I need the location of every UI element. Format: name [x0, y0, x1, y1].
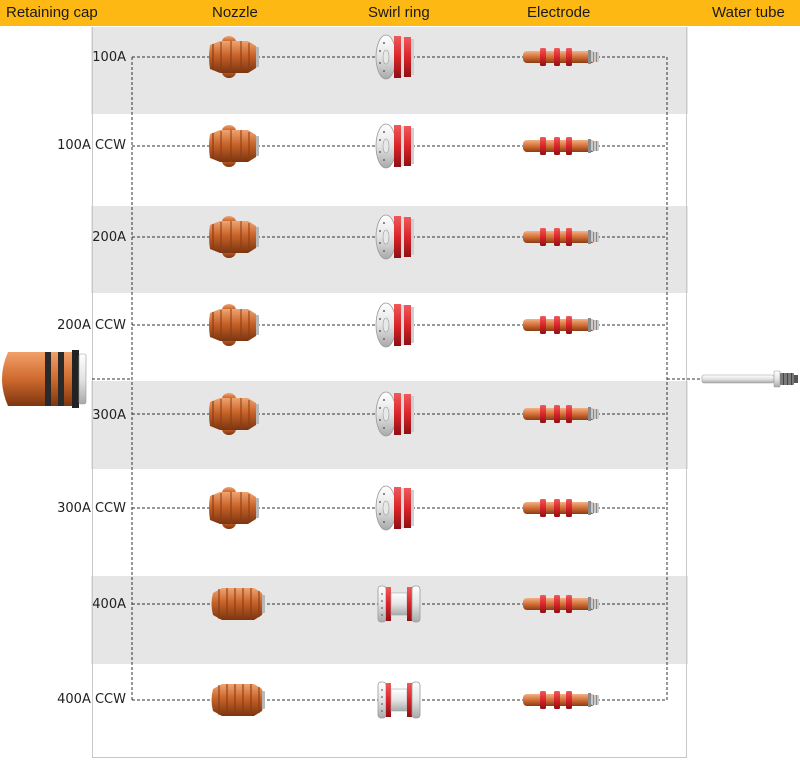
row-label-300a-ccw: 300A CCW — [57, 501, 126, 516]
nozzle-100a-ccw-image — [209, 125, 259, 167]
nozzle-400a-ccw-image — [211, 684, 265, 716]
electrode-300a-image — [523, 405, 599, 423]
swirl-ring-300a-ccw-image — [375, 485, 415, 531]
electrode-100a-ccw-image — [523, 137, 599, 155]
table-frame — [92, 27, 687, 758]
row-label-300a: 300A — [92, 408, 126, 423]
electrode-header: Electrode — [527, 4, 591, 21]
row-label-100a: 100A — [92, 50, 126, 65]
electrode-400a-ccw-image — [523, 691, 599, 709]
nozzle-100a-image — [209, 36, 259, 78]
nozzle-300a-ccw-image — [209, 487, 259, 529]
nozzle-header: Nozzle — [212, 4, 258, 21]
row-label-400a: 400A — [92, 597, 126, 612]
swirl-ring-100a-ccw-image — [375, 123, 415, 169]
swirl-ring-200a-image — [375, 214, 415, 260]
electrode-100a-image — [523, 48, 599, 66]
electrode-200a-ccw-image — [523, 316, 599, 334]
row-label-400a-ccw: 400A CCW — [57, 692, 126, 707]
swirl-ring-header: Swirl ring — [368, 4, 430, 21]
swirl-ring-400a-ccw-image — [377, 681, 421, 719]
nozzle-200a-ccw-image — [209, 304, 259, 346]
swirl-ring-300a-image — [375, 391, 415, 437]
swirl-ring-100a-image — [375, 34, 415, 80]
electrode-400a-image — [523, 595, 599, 613]
swirl-ring-400a-image — [377, 585, 421, 623]
swirl-ring-200a-ccw-image — [375, 302, 415, 348]
retaining-cap-image — [2, 350, 87, 408]
nozzle-400a-image — [211, 588, 265, 620]
water-tube-header: Water tube — [712, 4, 785, 21]
row-label-200a-ccw: 200A CCW — [57, 318, 126, 333]
row-label-100a-ccw: 100A CCW — [57, 138, 126, 153]
electrode-200a-image — [523, 228, 599, 246]
electrode-300a-ccw-image — [523, 499, 599, 517]
water-tube-image — [701, 370, 798, 388]
nozzle-300a-image — [209, 393, 259, 435]
row-label-200a: 200A — [92, 230, 126, 245]
nozzle-200a-image — [209, 216, 259, 258]
retaining-cap-header: Retaining cap — [6, 4, 98, 21]
header-bar: Retaining cap Nozzle Swirl ring Electrod… — [0, 0, 800, 26]
